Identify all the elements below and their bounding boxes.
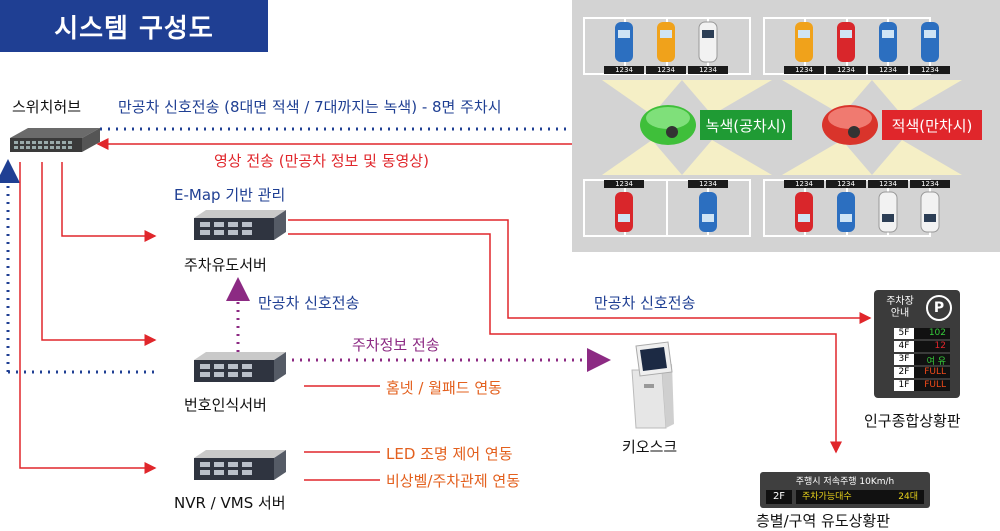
guidance-server-label: 주차유도서버 xyxy=(184,256,267,274)
entrance-board-label: 인구종합상황판 xyxy=(864,412,961,430)
plate-text: 1234 xyxy=(837,66,855,74)
parking-lot-drawing xyxy=(583,17,962,237)
plate-text: 1234 xyxy=(615,180,633,188)
line-to-plate xyxy=(41,162,157,346)
floor-board-floor: 2F xyxy=(766,490,792,504)
led-label: LED 조명 제어 연동 xyxy=(386,445,513,463)
guidance-server-icon xyxy=(194,210,286,240)
floor-board-msg-label: 주차가능대수 xyxy=(802,492,852,502)
parking-lot-image: 1234 1234 1234 1234 1234 1234 1234 1234 … xyxy=(572,0,1000,252)
floor-board-message: 주차가능대수 24대 xyxy=(796,490,924,504)
plate-text: 1234 xyxy=(921,66,939,74)
plate-text: 1234 xyxy=(699,180,717,188)
line-to-guidance xyxy=(61,162,157,242)
plate-text: 1234 xyxy=(837,180,855,188)
red-sensor-label: 적색(만차시) xyxy=(882,110,982,140)
plate-text: 1234 xyxy=(657,66,675,74)
switch-hub-label: 스위치허브 xyxy=(12,98,82,116)
plate-server-label: 번호인식서버 xyxy=(184,396,267,414)
line-to-entrance-board xyxy=(288,219,872,324)
floor-board-label: 층별/구역 유도상황판 xyxy=(756,512,891,530)
board-header-line2: 안내 xyxy=(890,308,910,319)
plate-text: 1234 xyxy=(921,180,939,188)
line-to-floor-board xyxy=(288,233,842,454)
plate-text: 1234 xyxy=(879,66,897,74)
plate-text: 1234 xyxy=(795,66,813,74)
signal-right-label: 만공차 신호전송 xyxy=(594,294,696,312)
emap-label: E-Map 기반 관리 xyxy=(174,186,286,204)
green-sensor-label: 녹색(공차시) xyxy=(700,110,792,140)
homenet-label: 홈넷 / 월패드 연동 xyxy=(386,379,502,397)
signal-long-label: 만공차 신호전송 (8대면 적색 / 7대까지는 녹색) - 8면 주차시 xyxy=(118,98,502,116)
floor-board: 주행시 저속주행 10Km/h 2F 주차가능대수 24대 xyxy=(760,472,930,508)
video-transfer-label: 영상 전송 (만공차 정보 및 동영상) xyxy=(214,152,429,170)
parking-info-label: 주차정보 전송 xyxy=(352,336,440,354)
board-header-line1: 주차장 xyxy=(886,296,914,307)
green-sensor-icon xyxy=(640,105,696,145)
nvr-server-label: NVR / VMS 서버 xyxy=(174,494,286,512)
page-title: 시스템 구성도 xyxy=(0,0,268,52)
floor-board-msg-value: 24대 xyxy=(898,492,918,502)
kiosk-label: 키오스크 xyxy=(622,438,678,456)
plate-text: 1234 xyxy=(615,66,633,74)
plate-text: 1234 xyxy=(879,180,897,188)
line-to-nvr xyxy=(19,162,157,474)
red-sensor-icon xyxy=(822,105,878,145)
plate-text: 1234 xyxy=(795,180,813,188)
parking-p-icon: P xyxy=(926,295,952,321)
switch-hub-icon xyxy=(10,128,100,152)
floor-board-top-text: 주행시 저속주행 10Km/h xyxy=(795,477,895,487)
plate-text: 1234 xyxy=(699,66,717,74)
signal-up-label: 만공차 신호전송 xyxy=(258,294,360,312)
entrance-board-header: 주차장 안내 xyxy=(880,296,920,320)
emergency-label: 비상벨/주차관제 연동 xyxy=(386,472,521,490)
kiosk-icon xyxy=(631,341,674,429)
nvr-server-icon xyxy=(194,450,286,480)
plate-server-icon xyxy=(194,352,286,382)
